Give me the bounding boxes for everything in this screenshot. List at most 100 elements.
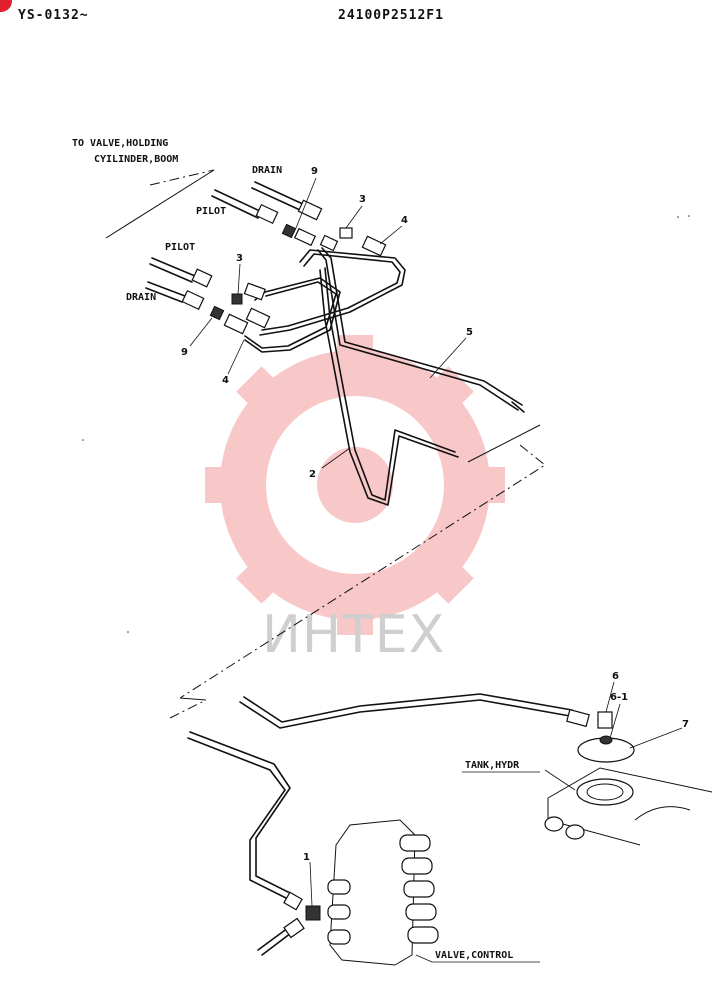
tank-cap [565,824,585,840]
pilot-hose-mid-edge [149,263,193,283]
boundary-line [179,697,207,701]
gear-tooth [236,366,293,423]
callout-2: 2 [309,469,316,480]
return-pipe-to-tank-edge [243,693,573,723]
callout-4-top: 4 [401,215,408,226]
pipe-to-control-valve [187,737,291,901]
callout-9-bottom: 9 [181,347,188,358]
boundary-line [105,169,215,239]
pipe-to-control-valve-edge [189,731,295,896]
part-number: 24100P2512F1 [338,8,444,23]
speck [688,215,690,217]
leader-5 [429,337,467,379]
valve-port [327,929,351,945]
elbow-4 [361,235,387,257]
label-drain-mid: DRAIN [126,292,156,303]
gear-ring [220,350,490,620]
valve-spool [403,880,435,898]
watermark-gear-icon [205,335,505,635]
adapter-9 [281,223,297,239]
callout-3-mid: 3 [236,253,243,264]
leader-1 [309,861,313,907]
tube-loop-lower [244,277,341,353]
tee-3 [231,293,243,305]
gear-hub [317,447,393,523]
drain-hose-mid [147,281,186,297]
leader-4-top [379,225,403,245]
elbow-6-body [597,711,613,729]
label-valve-control: VALVE,CONTROL [435,950,513,961]
gear-tooth [337,591,373,635]
gear-tooth [461,467,505,503]
oring-6-1 [599,735,613,745]
union-fitting [243,282,266,301]
gear-tooth [417,547,474,604]
nut-fitting [319,234,339,252]
label-drain-top: DRAIN [252,165,282,176]
label-pilot-top: PILOT [196,206,226,217]
label-pilot-mid: PILOT [165,242,195,253]
label-to-valve-line1: TO VALVE,HOLDING [72,138,168,149]
hose-fitting [283,891,303,911]
drain-hose-top [254,181,306,206]
leader-3-top [345,205,363,229]
callout-6: 6 [612,671,619,682]
leader-4-bottom [227,339,245,375]
gear-tooth [337,335,373,379]
speck [677,216,679,218]
elbow-4 [223,313,249,335]
hose-fitting [191,268,213,288]
union-fitting [245,307,271,329]
callout-9-top: 9 [311,166,318,177]
boundary-line [179,444,546,699]
fitting-group-mid [181,268,271,335]
callout-3-top: 3 [359,194,366,205]
boundary-line [149,169,215,186]
hose-fitting [283,917,305,939]
fitting-group-top [255,199,387,257]
drain-hose-mid-edge [145,287,183,303]
callout-4-bottom: 4 [222,375,229,386]
gear-tooth [417,366,474,423]
valve-spool [405,903,437,921]
leader-6 [605,681,615,713]
valve-port [327,904,351,920]
return-pipe-to-tank [239,699,571,729]
pipe-5 [317,249,519,411]
gear-tooth [236,547,293,604]
valve-port [327,879,351,895]
callout-6-1: 6-1 [610,692,628,703]
callout-7: 7 [682,719,689,730]
watermark-gear-logo [205,335,505,635]
leader-2 [321,447,351,469]
callout-1: 1 [303,852,310,863]
boundary-line [467,424,541,463]
leader-9-bottom [189,317,213,347]
hose-fitting [297,199,323,221]
speck [82,439,84,441]
valve-body [329,819,416,966]
control-valve [327,819,439,966]
drain-hose-top-edge [251,187,301,211]
valve-spool [407,926,439,944]
leader-3-mid [237,263,241,295]
callout-5: 5 [466,327,473,338]
tank-top-edge [547,767,712,799]
valve-spool [401,857,433,875]
tee-1 [305,905,321,921]
elbow-6 [566,708,590,728]
tube-loop-lower-edge [244,281,337,349]
hose-fitting [255,203,279,225]
hose-fitting [181,289,205,311]
gear-tooth [205,467,249,503]
union-fitting [293,227,317,247]
tank-port [576,778,634,806]
tank-opening [634,806,691,821]
pipe-5-end [511,401,525,413]
leader-tank [544,769,576,791]
pilot-hose-mid [151,257,196,277]
adapter-9 [209,305,225,321]
leader-valve-control [415,954,433,963]
valve-spool [399,834,431,852]
